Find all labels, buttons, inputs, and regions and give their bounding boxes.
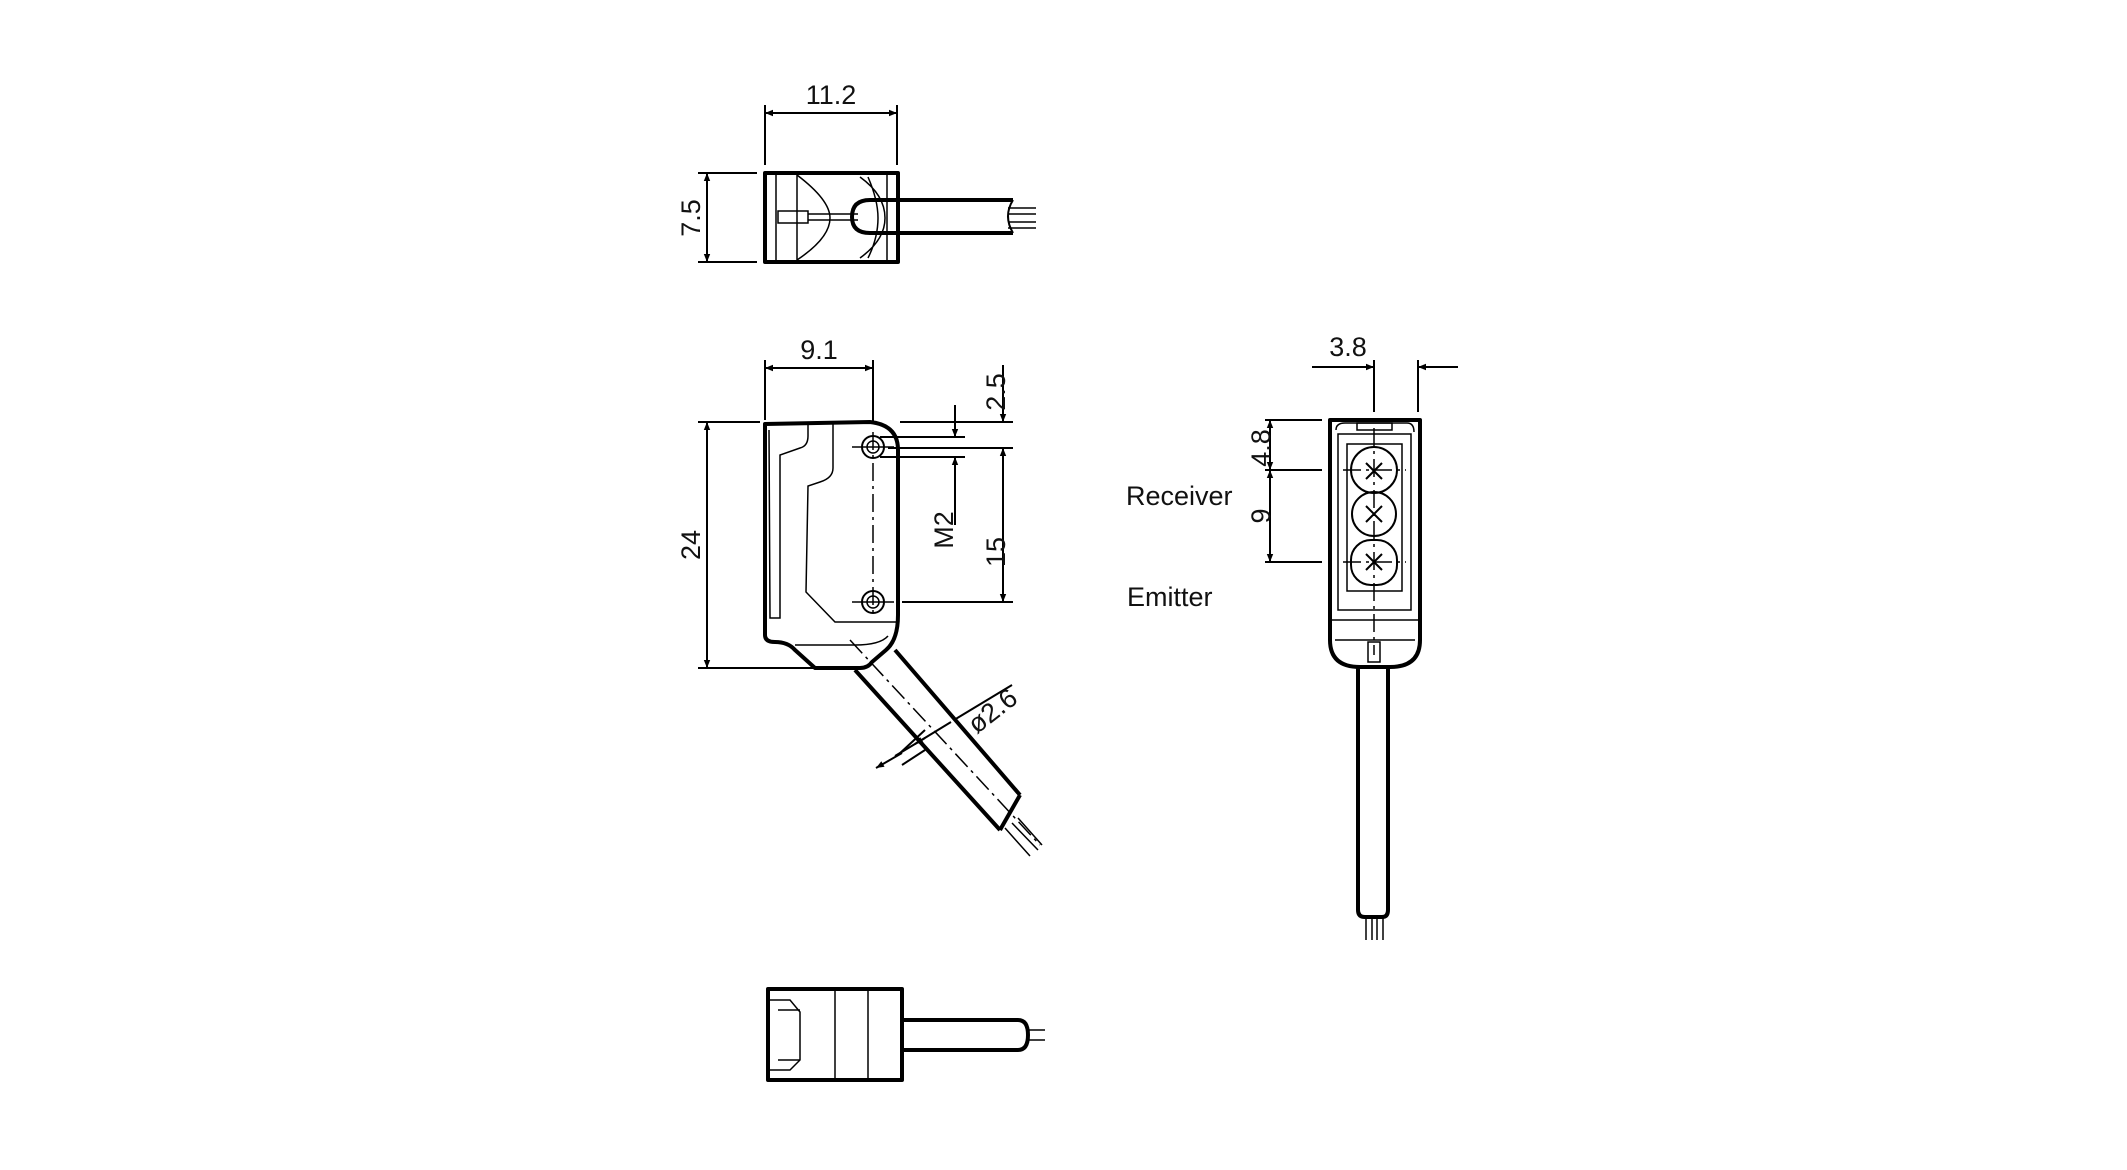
hole-spacing-label: 15: [981, 537, 1011, 567]
thread-label: M2: [929, 511, 959, 549]
side-height-label: 24: [676, 530, 706, 560]
bottom-view-body: [766, 987, 904, 1082]
top-height-label: 7.5: [676, 199, 706, 237]
top-view: 11.2 7.5: [676, 80, 1036, 264]
bottom-view: [766, 987, 1045, 1082]
hole-offset-label: 2.5: [981, 373, 1011, 411]
top-view-cable: [850, 198, 1013, 235]
receiver-offset-label: 4.8: [1246, 429, 1276, 467]
bottom-view-cable: [902, 1018, 1030, 1052]
cable-diameter-label: ø2.6: [962, 682, 1023, 739]
lens-spacing-label: 9: [1246, 508, 1276, 523]
emitter-label: Emitter: [1127, 582, 1213, 612]
side-view-body: [763, 420, 900, 670]
side-view-cable: [849, 639, 1043, 857]
side-width-label: 9.1: [800, 335, 838, 365]
receiver-label: Receiver: [1126, 481, 1233, 511]
top-view-body: [763, 171, 900, 264]
top-width-label: 11.2: [806, 80, 857, 110]
front-view: 3.8 4.8 9 Receiver Emitter: [1126, 332, 1458, 940]
side-view: 9.1 24 2.5 15 M2 ø2.6: [676, 335, 1043, 857]
front-width-label: 3.8: [1329, 332, 1367, 362]
front-view-body: [1328, 418, 1422, 669]
front-view-cable: [1356, 667, 1390, 919]
